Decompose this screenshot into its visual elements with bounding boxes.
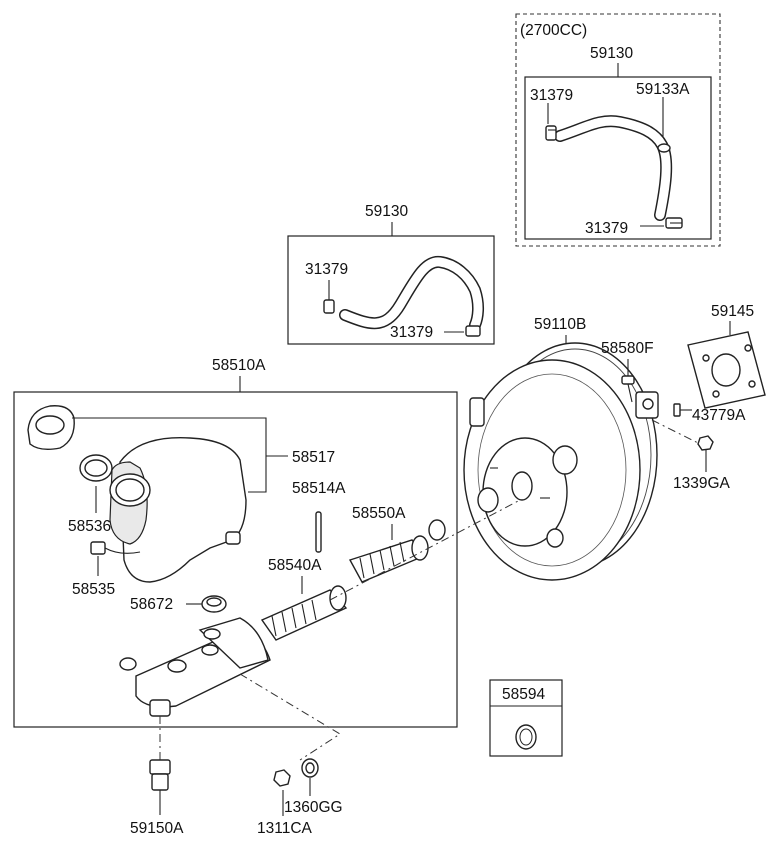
oring-kit-frame	[489, 679, 563, 757]
label-58580f: 58580F	[601, 340, 654, 357]
label-1360gg: 1360GG	[284, 799, 343, 816]
booster-valve	[635, 391, 659, 419]
label-58514a: 58514A	[292, 480, 346, 497]
washer-1360gg	[301, 758, 319, 778]
label-59133a: 59133A	[636, 81, 690, 98]
label-59110b: 59110B	[534, 316, 586, 333]
master-cylinder-body	[119, 617, 271, 717]
sensor-58535	[90, 541, 141, 555]
brake-booster	[463, 342, 658, 581]
label-31379-variant-top: 31379	[530, 87, 573, 104]
label-58540a: 58540A	[268, 557, 322, 574]
label-59130: 59130	[365, 203, 408, 220]
clip-middle-right	[465, 325, 481, 337]
primary-piston-58540a	[260, 585, 348, 641]
oring-58594	[515, 724, 537, 750]
label-43779a: 43779A	[692, 407, 746, 424]
master-cylinder-frame	[13, 391, 458, 728]
seal-ring	[428, 519, 446, 541]
label-59150a: 59150A	[130, 820, 184, 837]
fitting-43779a	[673, 403, 681, 417]
label-58517: 58517	[292, 449, 335, 466]
label-59145: 59145	[711, 303, 754, 320]
label-31379-variant-bottom: 31379	[585, 220, 628, 237]
fitting-59150a	[149, 759, 171, 791]
pin-58580f	[621, 375, 635, 403]
label-31379-left: 31379	[305, 261, 348, 278]
hose-variant	[554, 115, 673, 221]
label-1339ga: 1339GA	[673, 475, 731, 492]
label-1311ca: 1311CA	[257, 820, 313, 837]
variant-label: (2700CC)	[520, 22, 587, 39]
nut-1339ga	[697, 435, 714, 451]
label-59130-variant: 59130	[590, 45, 633, 62]
clip-variant-top	[545, 125, 557, 141]
roll-pin-58514a	[315, 511, 322, 553]
label-58550a: 58550A	[352, 505, 406, 522]
reservoir-58517	[109, 437, 247, 583]
grommet-58672	[201, 595, 227, 613]
label-58536: 58536	[68, 518, 111, 535]
gasket-59145	[687, 331, 766, 409]
nut-1311ca	[273, 769, 291, 787]
label-58672: 58672	[130, 596, 173, 613]
reservoir-cap	[27, 405, 75, 451]
hose-assy-frame	[287, 235, 495, 345]
clip-variant-bottom	[665, 217, 683, 229]
secondary-piston-58550a	[348, 535, 429, 583]
label-58535: 58535	[72, 581, 115, 598]
clip-middle-left	[323, 299, 335, 314]
label-31379-right: 31379	[390, 324, 433, 341]
label-58510a: 58510A	[212, 357, 266, 374]
variant-inner-frame	[524, 76, 712, 240]
variant-dashed-frame	[515, 13, 721, 247]
label-58594: 58594	[502, 686, 545, 703]
cap-seal-58536	[79, 454, 113, 482]
hose-middle	[339, 255, 484, 331]
